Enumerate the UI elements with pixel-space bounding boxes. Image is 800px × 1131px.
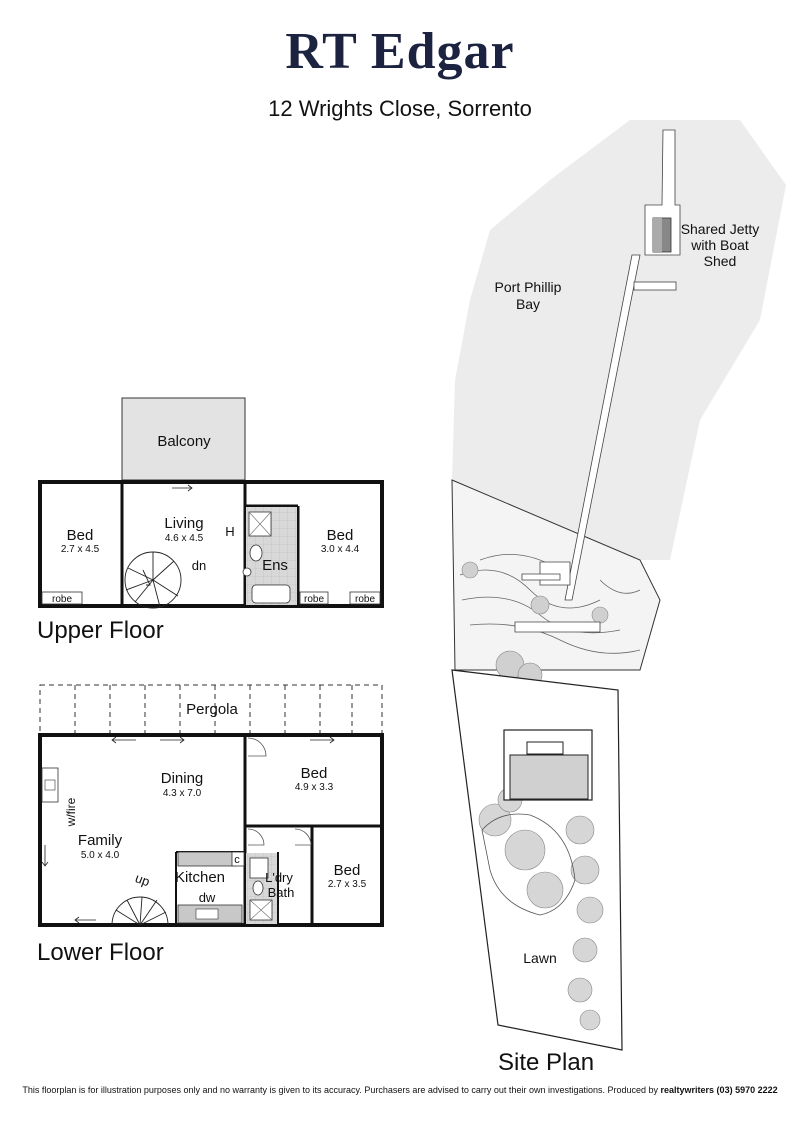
robe-label-1: robe (52, 594, 72, 605)
spiral-stair (124, 551, 182, 609)
lower-bed-top-label: Bed (301, 765, 328, 782)
family-dim: 5.0 x 4.0 (81, 850, 120, 861)
c-label: c (234, 854, 240, 866)
dw-label: dw (199, 890, 216, 905)
pergola-label: Pergola (186, 701, 238, 718)
bay-label-1: Port Phillip (495, 279, 562, 295)
robe-1 (41, 591, 83, 605)
bath-label: Bath (268, 885, 295, 900)
lower-spiral-stair (111, 896, 169, 926)
robe-label-2: robe (304, 594, 324, 605)
h-label: H (225, 524, 234, 539)
upper-floor: Balcony robe robe ro (37, 397, 384, 644)
robe-label-3: robe (355, 594, 375, 605)
lower-bed-bottom-label: Bed (334, 862, 361, 879)
upper-floor-heading: Upper Floor (37, 617, 164, 644)
producer-credit: realtywriters (03) 5970 2222 (660, 1085, 778, 1095)
dining-label: Dining (161, 770, 204, 787)
lower-bed-top-dim: 4.9 x 3.3 (295, 782, 334, 793)
kitchen-bench (177, 851, 237, 867)
bay-label-2: Bay (516, 296, 540, 312)
living-label: Living (164, 515, 203, 532)
laundry-label: L'dry (265, 870, 293, 885)
robe-2 (299, 591, 329, 605)
lawn-label: Lawn (523, 950, 556, 966)
upper-bed-right-label: Bed (327, 527, 354, 544)
upper-bed-left-label: Bed (67, 527, 94, 544)
up-label: up (133, 870, 152, 889)
kitchen-label: Kitchen (175, 869, 225, 886)
lower-floor-heading: Lower Floor (37, 939, 164, 966)
family-label: Family (78, 832, 123, 849)
garden-bed (481, 813, 576, 916)
upper-bed-left-dim: 2.7 x 4.5 (61, 544, 100, 555)
disclaimer-text: This floorplan is for illustration purpo… (22, 1085, 661, 1095)
disclaimer: This floorplan is for illustration purpo… (0, 1085, 800, 1095)
brand-logo: RT Edgar (285, 23, 515, 80)
dn-label: dn (192, 558, 206, 573)
jetty-label-1: Shared Jetty (681, 221, 760, 237)
living-dim: 4.6 x 4.5 (165, 533, 204, 544)
ensuite-label: Ens (262, 557, 288, 574)
site-plan-heading: Site Plan (498, 1049, 594, 1076)
wfire-label: w/fire (64, 797, 78, 827)
dining-dim: 4.3 x 7.0 (163, 788, 202, 799)
trees (478, 787, 604, 1031)
site-plan: Shared Jetty with Boat Shed Port Phillip… (451, 120, 786, 1076)
lower-bed-bottom-dim: 2.7 x 3.5 (328, 879, 367, 890)
jetty-label-3: Shed (704, 253, 737, 269)
robe-3 (349, 591, 381, 605)
balcony-label: Balcony (157, 433, 211, 450)
property-address: 12 Wrights Close, Sorrento (268, 96, 532, 121)
lower-floor: Pergola (37, 684, 384, 966)
jetty-label-2: with Boat (690, 237, 749, 253)
house-footprint (503, 729, 593, 801)
upper-bed-right-dim: 3.0 x 4.4 (321, 544, 360, 555)
